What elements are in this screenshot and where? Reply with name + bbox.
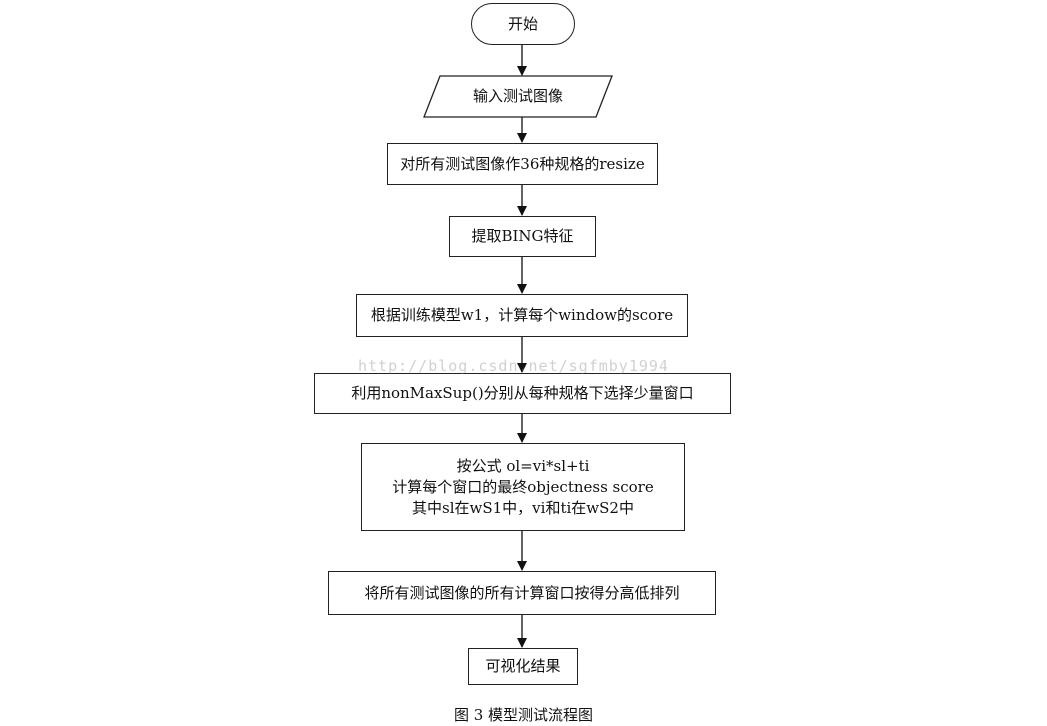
rank-step: 将所有测试图像的所有计算窗口按得分高低排列	[328, 571, 716, 615]
input-node: 输入测试图像	[424, 76, 612, 117]
visualize-step: 可视化结果	[468, 648, 578, 685]
figure-caption: 图 3 模型测试流程图	[453, 706, 594, 724]
bing-label: 提取BING特征	[471, 227, 574, 245]
formula-line-3: 其中sl在wS1中，vi和ti在wS2中	[412, 498, 634, 517]
bing-feature-step: 提取BING特征	[449, 216, 596, 257]
input-label: 输入测试图像	[472, 87, 563, 105]
score-step: 根据训练模型w1，计算每个window的score	[356, 294, 688, 337]
nms-label: 利用nonMaxSup()分别从每种规格下选择少量窗口	[351, 384, 694, 402]
watermark-text: http://blog.csdn.net/sgfmby1994	[358, 357, 669, 375]
start-terminal: 开始	[471, 3, 575, 45]
formula-step: 按公式 ol=vi*sl+ti 计算每个窗口的最终objectness scor…	[361, 443, 685, 531]
rank-label: 将所有测试图像的所有计算窗口按得分高低排列	[364, 583, 680, 602]
formula-line-2: 计算每个窗口的最终objectness score	[392, 477, 654, 496]
score-label: 根据训练模型w1，计算每个window的score	[370, 306, 674, 324]
input-parallelogram-shape	[423, 75, 613, 118]
formula-line-1: 按公式 ol=vi*sl+ti	[456, 456, 590, 475]
visualize-label: 可视化结果	[485, 657, 561, 675]
resize-step: 对所有测试图像作36种规格的resize	[387, 143, 658, 185]
resize-label: 对所有测试图像作36种规格的resize	[400, 154, 645, 173]
nms-step: 利用nonMaxSup()分别从每种规格下选择少量窗口	[314, 373, 731, 414]
start-label: 开始	[507, 14, 538, 33]
